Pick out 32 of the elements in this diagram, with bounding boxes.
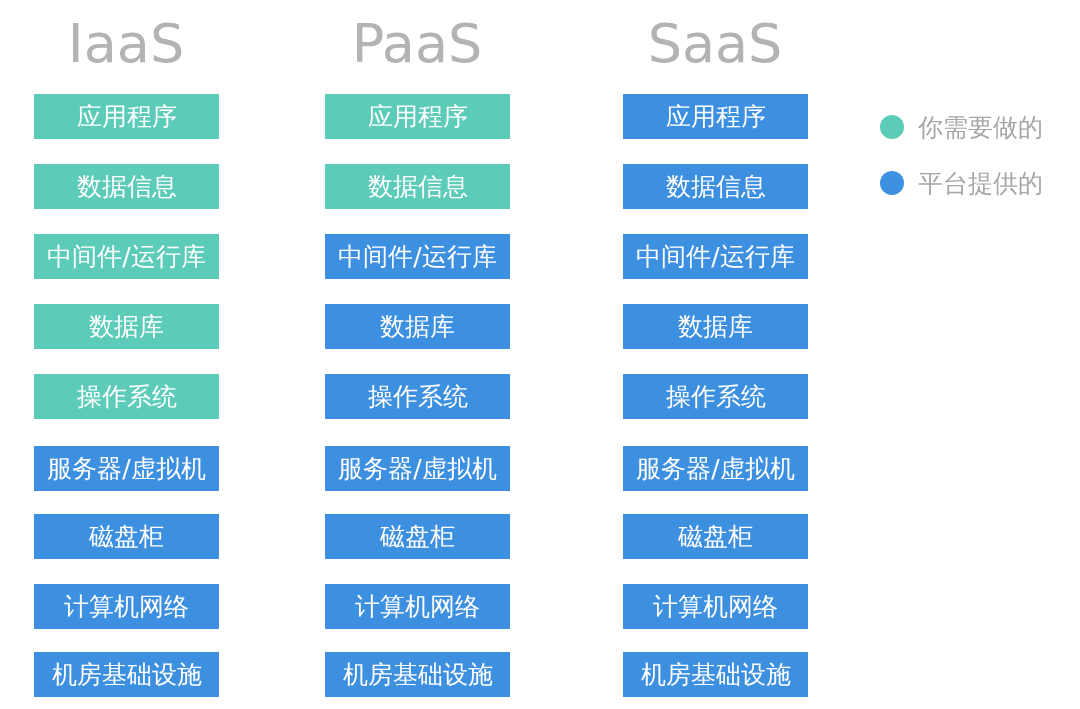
- layer-box: 操作系统: [34, 374, 219, 419]
- layer-box: 应用程序: [34, 94, 219, 139]
- layer-box: 中间件/运行库: [623, 234, 808, 279]
- layer-box: 服务器/虚拟机: [34, 446, 219, 491]
- layer-box: 应用程序: [623, 94, 808, 139]
- layer-box: 数据库: [623, 304, 808, 349]
- layer-box: 数据信息: [34, 164, 219, 209]
- layer-box: 数据库: [34, 304, 219, 349]
- layer-box: 中间件/运行库: [34, 234, 219, 279]
- layer-box: 机房基础设施: [325, 652, 510, 697]
- layer-box: 服务器/虚拟机: [325, 446, 510, 491]
- layer-box: 应用程序: [325, 94, 510, 139]
- layer-box: 机房基础设施: [623, 652, 808, 697]
- layer-box: 操作系统: [325, 374, 510, 419]
- layer-box: 计算机网络: [623, 584, 808, 629]
- layer-box: 中间件/运行库: [325, 234, 510, 279]
- layer-box: 数据信息: [623, 164, 808, 209]
- column-heading: SaaS: [646, 12, 784, 76]
- layer-box: 机房基础设施: [34, 652, 219, 697]
- layer-box: 磁盘柜: [623, 514, 808, 559]
- layer-box: 服务器/虚拟机: [623, 446, 808, 491]
- column-heading: PaaS: [350, 12, 484, 76]
- layer-box: 计算机网络: [34, 584, 219, 629]
- layer-box: 磁盘柜: [34, 514, 219, 559]
- layer-box: 操作系统: [623, 374, 808, 419]
- layer-box: 磁盘柜: [325, 514, 510, 559]
- layer-box: 计算机网络: [325, 584, 510, 629]
- column-heading: IaaS: [66, 12, 186, 76]
- legend-label: 平台提供的: [918, 168, 1043, 200]
- legend-label: 你需要做的: [918, 112, 1043, 144]
- layer-box: 数据信息: [325, 164, 510, 209]
- layer-box: 数据库: [325, 304, 510, 349]
